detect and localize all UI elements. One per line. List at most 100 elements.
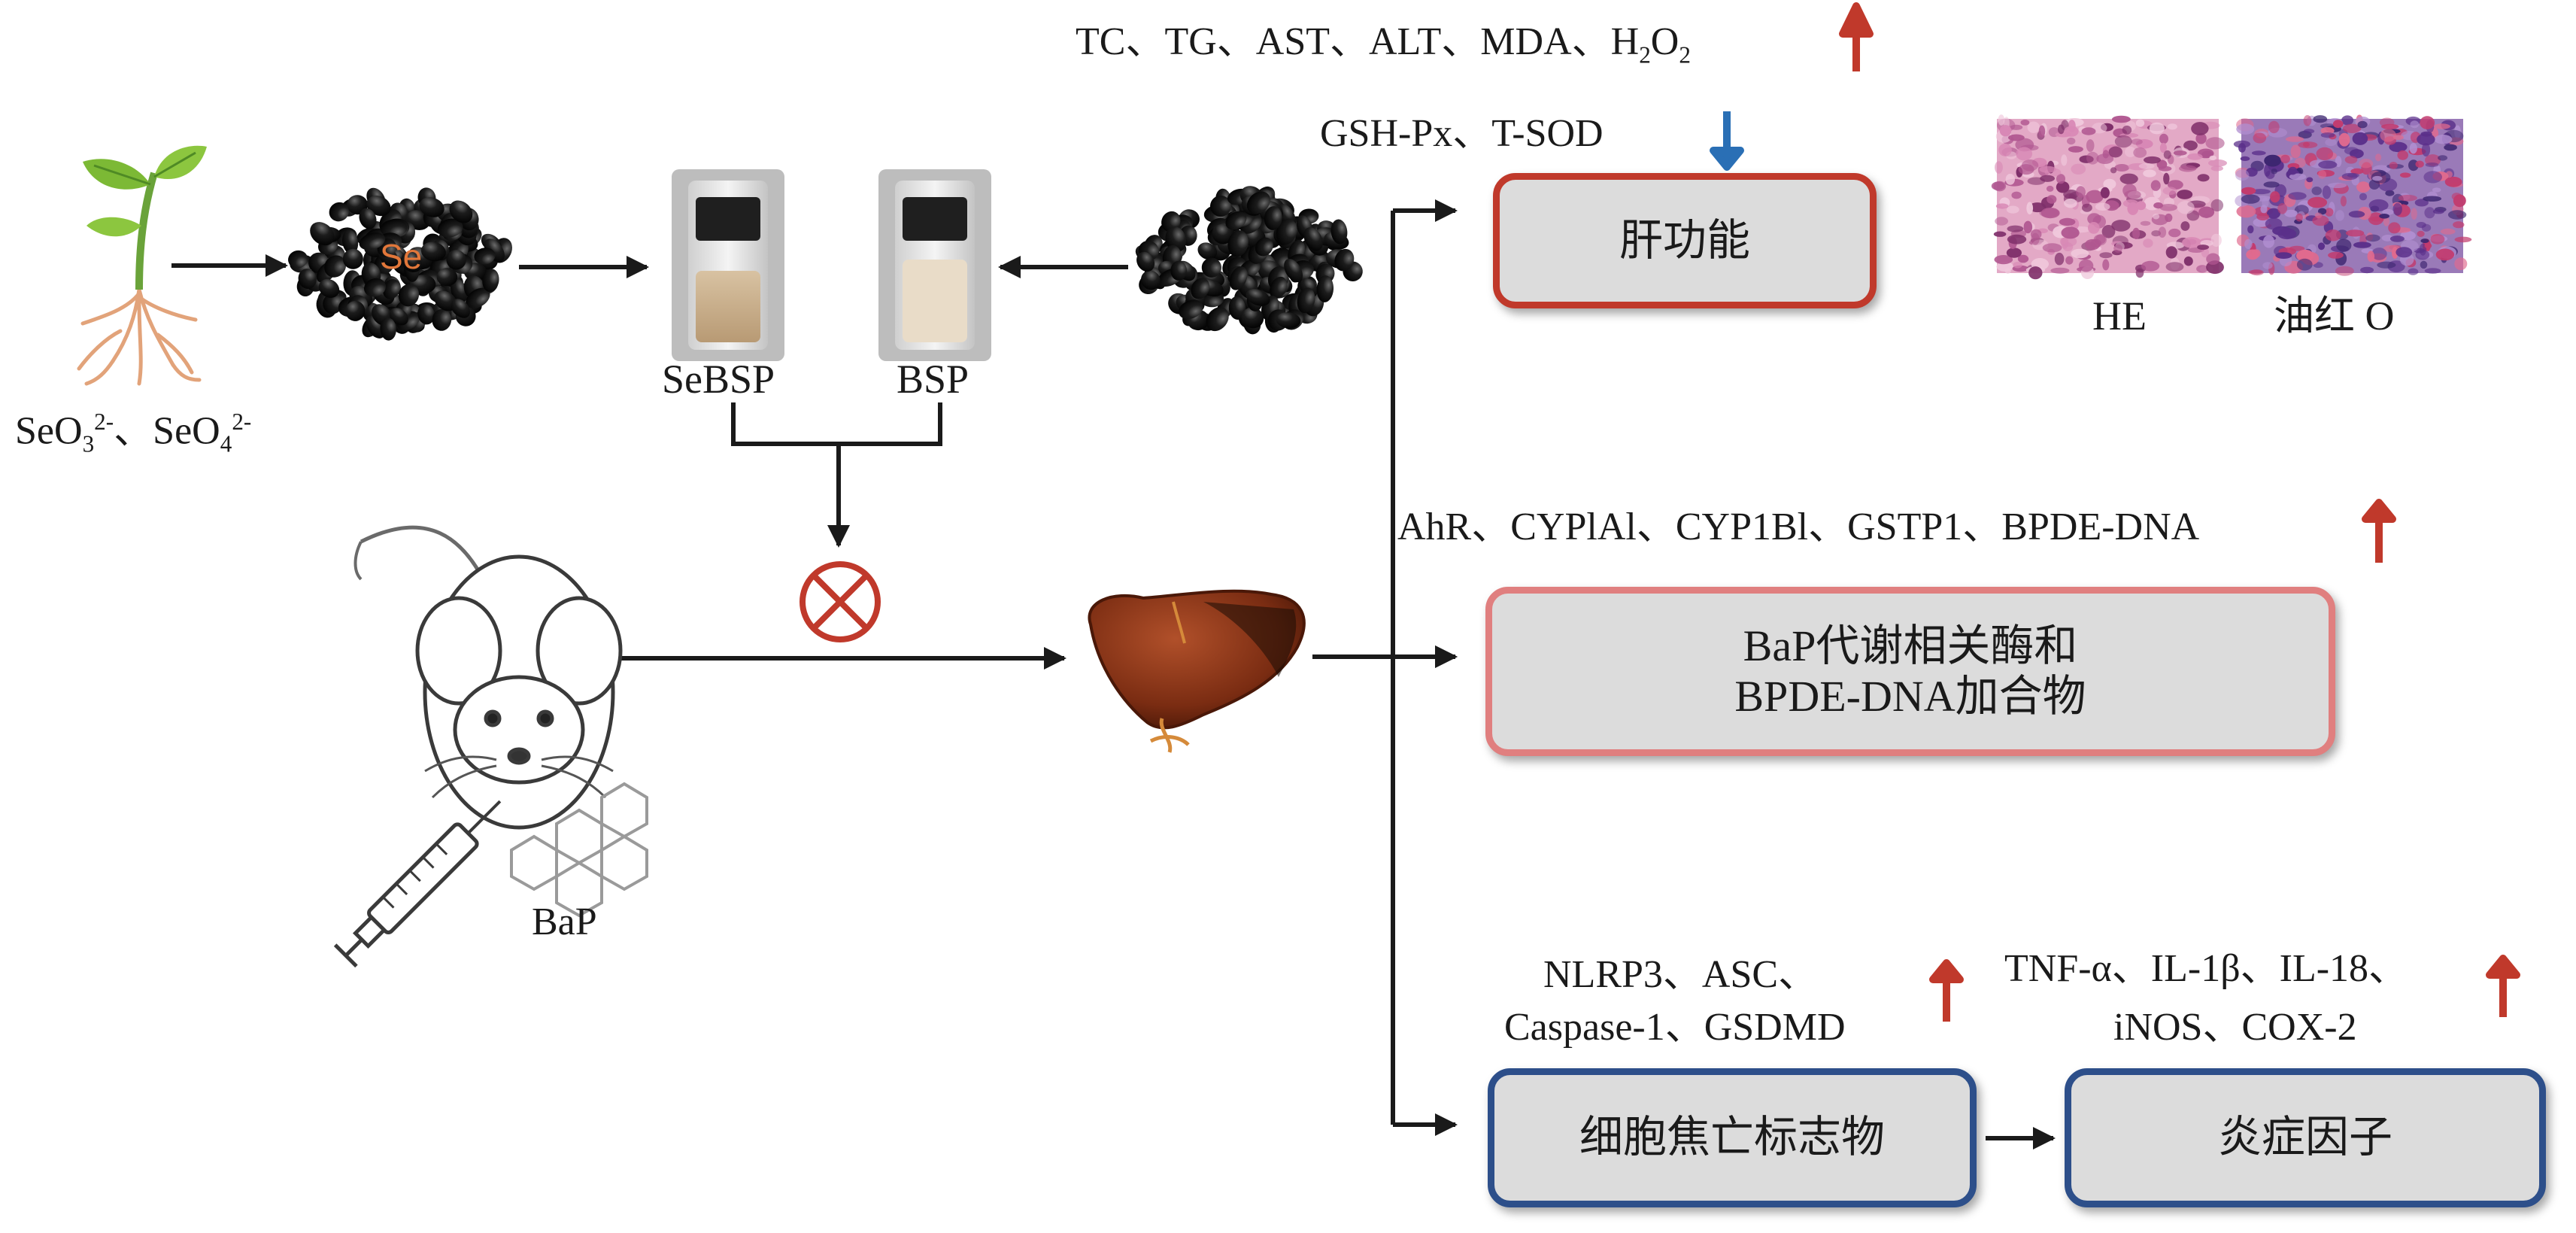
cell: [2432, 209, 2444, 214]
cell: [2028, 202, 2047, 213]
cell: [2027, 121, 2040, 133]
cell: [2277, 203, 2288, 214]
cell: [2433, 123, 2450, 129]
cell: [2251, 150, 2266, 156]
cell: [2367, 251, 2375, 263]
cell: [2430, 234, 2445, 244]
cell: [2099, 252, 2113, 259]
bean: [1264, 206, 1282, 230]
bean: [364, 278, 386, 297]
cell: [2352, 132, 2368, 145]
cell: [2344, 156, 2358, 164]
bean: [366, 196, 391, 217]
bean: [1212, 224, 1233, 244]
cell: [2424, 242, 2432, 249]
oil-red-o-stain-label: 油红 O: [2274, 293, 2395, 339]
cell: [2389, 235, 2405, 242]
bean: [298, 269, 317, 290]
se-label: Se: [380, 237, 423, 276]
cell: [2140, 220, 2151, 226]
cell: [2158, 226, 2167, 238]
cell: [2365, 234, 2380, 242]
cell: [2071, 248, 2089, 259]
bean: [1255, 237, 1273, 257]
black-bean-pile-icon: [288, 187, 512, 341]
bean: [1227, 229, 1249, 257]
superscript: 2-: [94, 408, 114, 435]
bean: [1170, 260, 1187, 281]
bean: [436, 268, 458, 287]
cell: [2159, 142, 2167, 153]
cell: [2420, 116, 2435, 129]
metabolism-box: BaP代谢相关酶和 BPDE-DNA加合物: [1485, 587, 2335, 756]
cell: [2303, 115, 2312, 126]
cell: [1993, 231, 2007, 237]
cell: [2432, 187, 2441, 193]
cell: [2411, 208, 2417, 220]
cell: [2133, 147, 2147, 158]
cell: [2026, 202, 2034, 215]
down-arrow-icon: [1710, 111, 1744, 171]
cell: [2246, 249, 2259, 260]
cell: [2210, 199, 2224, 212]
black-bean-pile-icon: [1135, 186, 1363, 335]
bean: [1334, 248, 1355, 272]
cell: [2040, 175, 2056, 182]
bean: [419, 197, 445, 217]
cell: [2447, 210, 2467, 220]
cell: [2038, 125, 2046, 138]
liver-damage-markers-text: TC、TG、AST、ALT、MDA、H: [1076, 20, 1640, 63]
seedling-icon: [77, 145, 207, 386]
cell: [2420, 260, 2428, 269]
cell: [2285, 136, 2304, 142]
bean: [1276, 218, 1297, 245]
cell: [2135, 119, 2145, 127]
cell: [2435, 248, 2455, 261]
bean: [1206, 307, 1229, 332]
cell: [2359, 159, 2374, 169]
cell: [2328, 182, 2347, 188]
cell: [2031, 232, 2040, 245]
cell: [2087, 213, 2101, 225]
cell: [2159, 204, 2177, 211]
cell: [2042, 243, 2062, 253]
bean: [1303, 227, 1323, 251]
cell: [2233, 140, 2250, 148]
cell: [2138, 163, 2155, 169]
cell: [2162, 187, 2177, 196]
cell: [2313, 115, 2328, 123]
bean: [417, 304, 435, 325]
he-micrograph: [1991, 114, 2227, 280]
bean: [1330, 219, 1348, 244]
bean: [1229, 266, 1248, 290]
inflammation-box: 炎症因子: [2065, 1068, 2546, 1207]
cell: [2141, 260, 2160, 272]
cell: [2434, 135, 2453, 144]
cell: [2241, 194, 2260, 204]
bean: [359, 208, 377, 229]
cell: [2209, 155, 2216, 161]
cell: [2004, 268, 2011, 274]
bean: [451, 278, 468, 303]
subscript: 4: [220, 430, 232, 457]
cell: [2082, 203, 2092, 212]
inflammation-label: 炎症因子: [2217, 1113, 2392, 1162]
vials-bracket: [731, 402, 942, 485]
bean: [359, 232, 386, 251]
cell: [2065, 256, 2074, 265]
bean: [318, 278, 340, 298]
cell: [2348, 211, 2365, 218]
cell: [2307, 196, 2328, 208]
cell: [2296, 258, 2313, 271]
cell: [2183, 140, 2198, 151]
cell: [2131, 138, 2143, 145]
cell: [2399, 172, 2411, 178]
bean: [1297, 287, 1315, 314]
cell: [2096, 153, 2114, 165]
bean: [380, 219, 408, 238]
up-arrow-icon: [1929, 959, 1964, 1022]
cell: [2158, 166, 2172, 172]
up-arrow-icon: [2362, 499, 2396, 563]
cell: [2260, 205, 2268, 214]
